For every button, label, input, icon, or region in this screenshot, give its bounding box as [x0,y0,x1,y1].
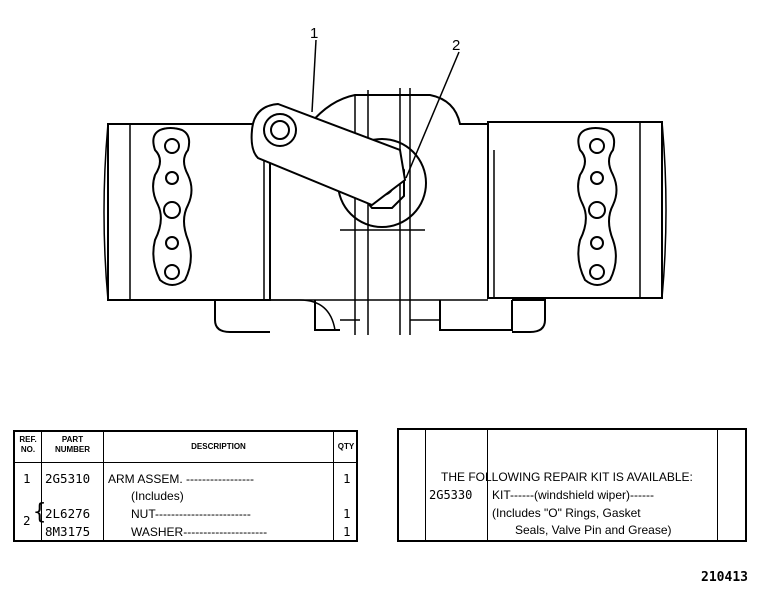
header-description: DESCRIPTION [191,442,246,451]
brace-icon: { [33,500,47,525]
row1-part: 2G5310 [45,471,91,486]
figure-number: 210413 [701,570,748,585]
callout-1: 1 [310,25,318,42]
header-ref: REF. NO. [19,435,37,454]
leader-line-2 [405,51,460,179]
kit-heading: THE FOLLOWING REPAIR KIT IS AVAILABLE: [441,470,693,484]
row3-description: NUT------------------------ [131,507,251,521]
wiper-motor-drawing: 1 2 [103,25,667,335]
row3-part: 2L6276 [45,506,91,521]
row1-qty: 1 [343,471,351,486]
left-mounting-slot [152,127,193,286]
header-part-number: PART NUMBER [54,435,91,454]
row3-qty: 1 [343,506,351,521]
row1-ref: 1 [23,471,31,486]
kit-line-2: (Includes "O" Rings, Gasket [492,506,641,520]
motor-housing [214,88,546,335]
row1-description: ARM ASSEM. ----------------- [108,472,254,486]
row4-part: 8M3175 [45,524,91,539]
leader-line-1 [311,39,317,113]
right-mounting-slot [577,127,618,286]
kit-line-3: Seals, Valve Pin and Grease) [515,523,672,537]
repair-kit-table: THE FOLLOWING REPAIR KIT IS AVAILABLE: 2… [397,428,747,542]
kit-part-number: 2G5330 [429,488,473,502]
row2-description: (Includes) [131,489,184,503]
callout-2: 2 [452,37,460,54]
kit-line-1: KIT------(windshield wiper)------ [492,488,654,502]
right-mounting-plate [487,121,667,299]
row3-ref: 2 [23,513,31,528]
row4-qty: 1 [343,524,351,539]
header-qty: QTY [337,442,355,451]
wiper-arm [250,102,407,207]
parts-table: REF. NO. PART NUMBER DESCRIPTION QTY 1 2… [13,430,358,542]
row4-description: WASHER--------------------- [131,525,268,539]
